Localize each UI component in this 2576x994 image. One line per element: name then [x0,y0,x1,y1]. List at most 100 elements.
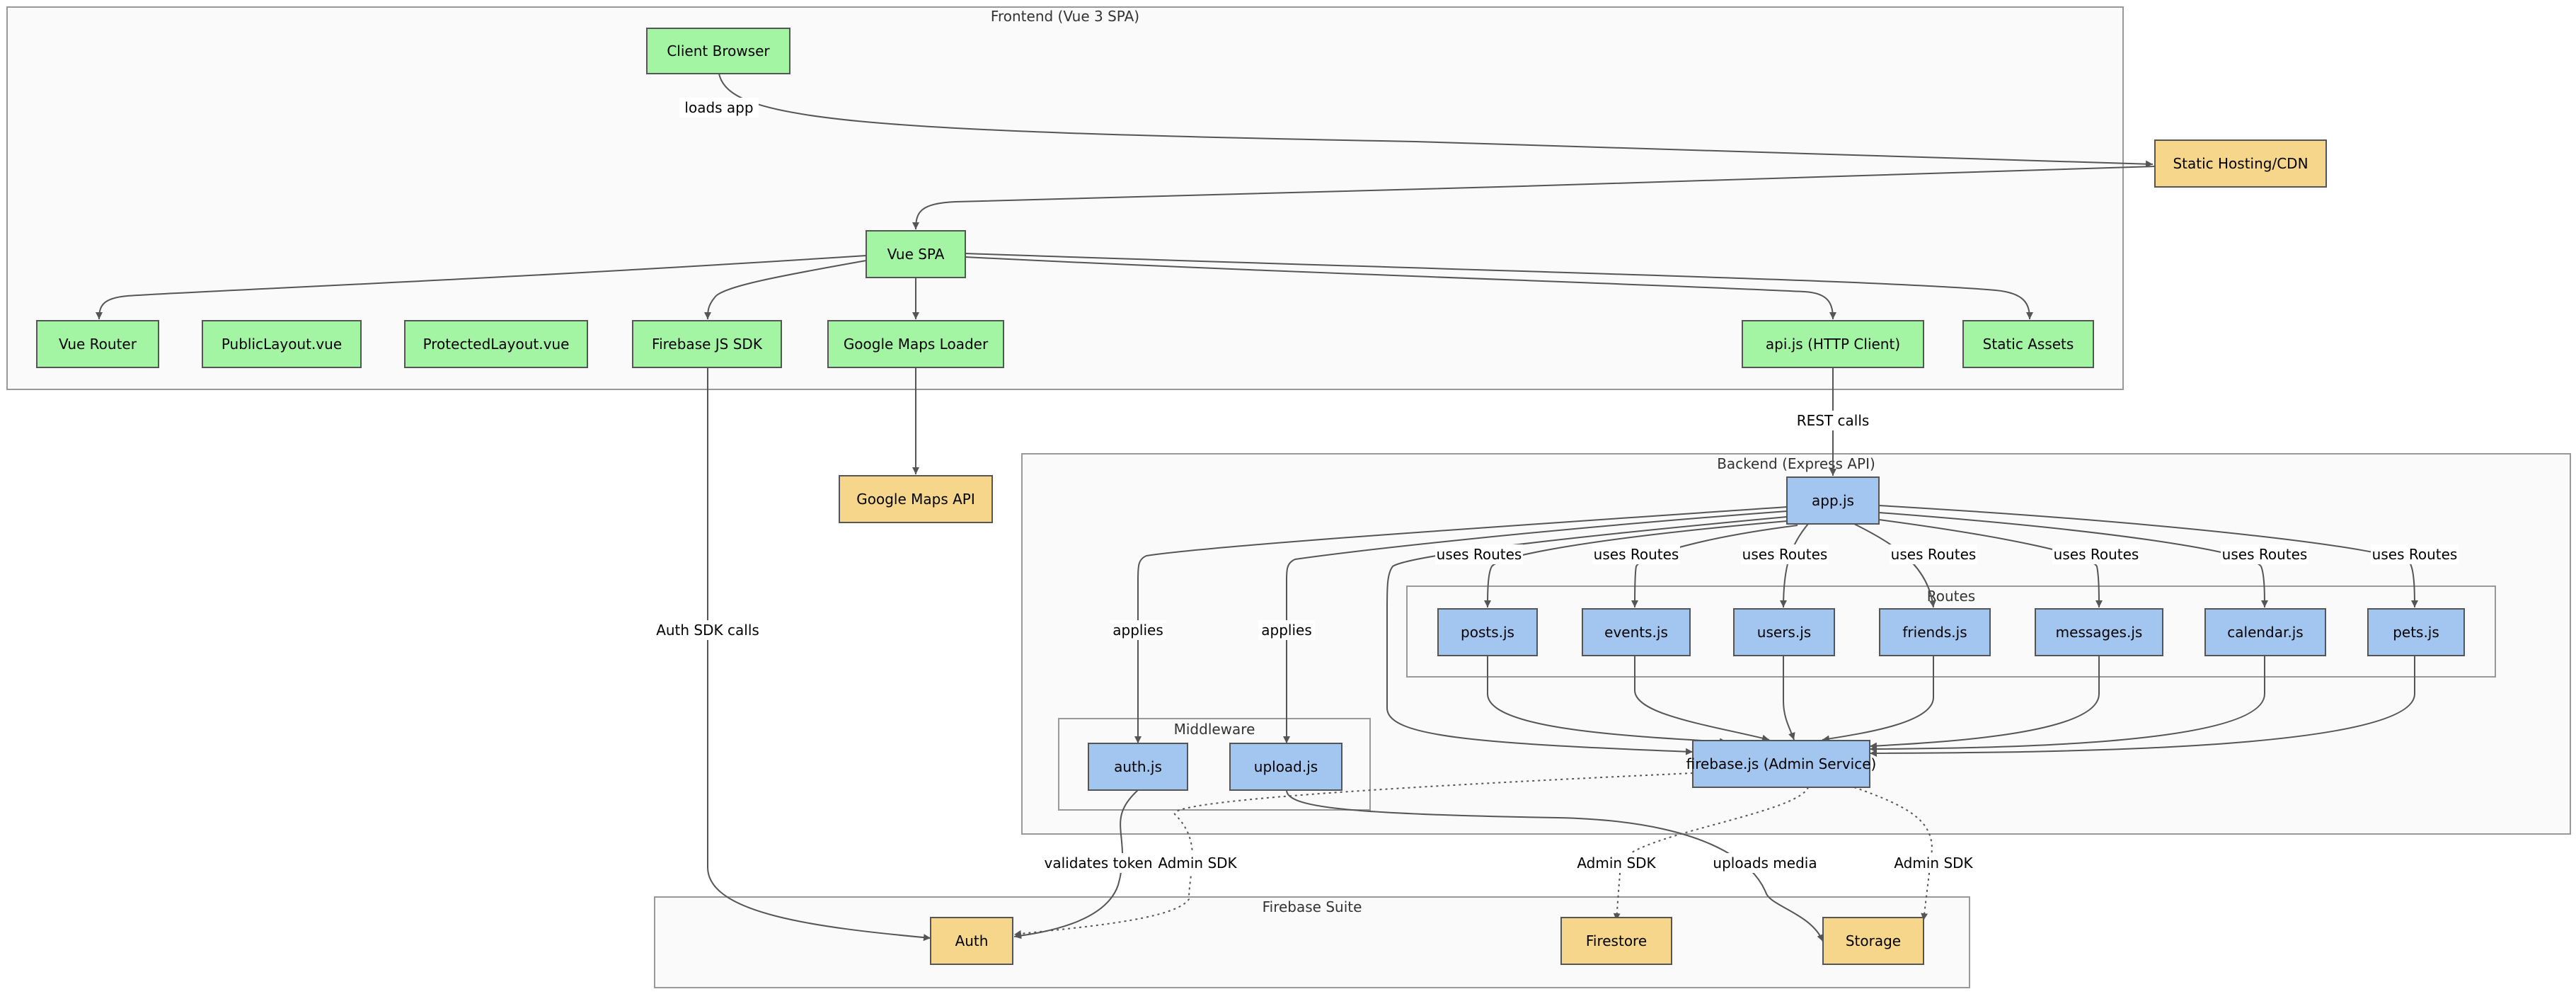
svg-text:Auth SDK calls: Auth SDK calls [656,622,759,639]
svg-text:Static Assets: Static Assets [1983,336,2074,353]
svg-text:Auth: Auth [955,932,989,949]
svg-text:calendar.js: calendar.js [2227,624,2303,641]
node-app-js[interactable]: app.js [1786,476,1880,525]
edge-vuespa-to-api-client [965,256,1836,320]
edge-vuespa-to-firebase-sdk [704,260,867,320]
edge-label-admin-sdk-auth: Admin SDK [1158,853,1238,873]
svg-text:Admin SDK: Admin SDK [1894,855,1973,872]
svg-text:Firebase JS SDK: Firebase JS SDK [652,336,763,353]
svg-text:uses Routes: uses Routes [1437,546,1522,563]
edge-label-uses-routes-5: uses Routes [2052,544,2140,564]
svg-text:Client Browser: Client Browser [667,42,770,59]
edge-friends-to-firebase-admin [1822,656,1934,743]
edge-label-uses-routes-6: uses Routes [2221,544,2308,564]
edge-label-admin-sdk-storage: Admin SDK [1894,853,1974,873]
svg-text:upload.js: upload.js [1254,758,1318,775]
svg-text:posts.js: posts.js [1461,624,1514,641]
edge-firebase-admin-to-storage [1853,787,1933,921]
svg-text:uploads media: uploads media [1713,855,1817,872]
svg-text:Vue SPA: Vue SPA [887,246,945,263]
node-client-browser[interactable]: Client Browser [646,28,790,74]
nodes: Client Browser Vue SPA Vue Router Public… [36,28,2465,965]
edge-label-auth-sdk-calls: Auth SDK calls [656,620,759,640]
node-users-js[interactable]: users.js [1733,608,1835,656]
firebase-cluster-title: Firebase Suite [1263,898,1362,915]
svg-text:users.js: users.js [1757,624,1811,641]
node-posts-js[interactable]: posts.js [1437,608,1538,656]
svg-text:loads app: loads app [684,99,753,116]
edge-label-uses-routes-4: uses Routes [1890,544,1977,564]
node-messages-js[interactable]: messages.js [2035,608,2163,656]
svg-text:Admin SDK: Admin SDK [1577,855,1656,872]
node-calendar-js[interactable]: calendar.js [2204,608,2326,656]
edge-label-validates-token: validates token [1043,853,1154,873]
edge-firebase-sdk-to-auth [707,367,931,942]
frontend-cluster-title: Frontend (Vue 3 SPA) [991,8,1139,25]
node-friends-js[interactable]: friends.js [1879,608,1991,656]
svg-text:pets.js: pets.js [2393,624,2439,641]
node-pets-js[interactable]: pets.js [2367,608,2465,656]
node-public-layout[interactable]: PublicLayout.vue [202,320,362,368]
edge-events-to-firebase-admin [1634,656,1770,742]
middleware-cluster-title: Middleware [1174,721,1255,738]
edge-pets-to-firebase-admin [1869,656,2415,757]
svg-text:REST calls: REST calls [1797,412,1870,429]
edge-firebase-admin-to-auth [1013,772,1694,937]
node-auth-middleware[interactable]: auth.js [1088,743,1188,791]
edge-vuespa-to-static-assets [965,253,2033,320]
svg-text:app.js: app.js [1812,492,1854,509]
svg-text:applies: applies [1261,622,1311,639]
svg-text:Vue Router: Vue Router [59,336,137,353]
node-static-assets[interactable]: Static Assets [1962,320,2094,368]
svg-text:events.js: events.js [1604,624,1668,641]
edge-app-to-firebase-admin [1386,516,1788,755]
node-api-http-client[interactable]: api.js (HTTP Client) [1742,320,1924,368]
node-vue-router[interactable]: Vue Router [36,320,159,368]
svg-text:uses Routes: uses Routes [1742,546,1828,563]
edge-posts-to-firebase-admin [1487,656,1727,746]
edge-label-uses-routes-7: uses Routes [2371,544,2459,564]
node-vue-spa[interactable]: Vue SPA [866,230,966,278]
svg-text:firebase.js (Admin Service): firebase.js (Admin Service) [1686,755,1877,772]
node-google-maps-loader[interactable]: Google Maps Loader [827,320,1004,368]
edge-label-uses-routes-3: uses Routes [1741,544,1829,564]
backend-cluster-title: Backend (Express API) [1717,455,1875,472]
edge-label-uses-routes-1: uses Routes [1435,544,1523,564]
edge-label-uploads-media: uploads media [1713,853,1817,873]
svg-text:validates token: validates token [1044,855,1152,872]
edge-label-loads-app: loads app [679,98,759,118]
svg-text:ProtectedLayout.vue: ProtectedLayout.vue [423,336,570,353]
edge-upload-mw-to-storage [1286,789,1824,942]
node-events-js[interactable]: events.js [1582,608,1691,656]
svg-text:uses Routes: uses Routes [2222,546,2308,563]
svg-text:friends.js: friends.js [1902,624,1967,641]
edge-label-rest-calls: REST calls [1792,411,1874,430]
svg-text:uses Routes: uses Routes [1594,546,1679,563]
svg-text:Admin SDK: Admin SDK [1158,855,1237,872]
svg-text:applies: applies [1112,622,1163,639]
node-upload-middleware[interactable]: upload.js [1229,743,1342,791]
node-firestore[interactable]: Firestore [1560,917,1672,965]
node-firebase-admin-service[interactable]: firebase.js (Admin Service) [1686,740,1877,788]
svg-text:Storage: Storage [1846,932,1901,949]
edge-app-to-pets [1878,505,2418,608]
edge-label-uses-routes-2: uses Routes [1592,544,1680,564]
node-firebase-auth[interactable]: Auth [930,917,1013,965]
svg-text:Google Maps Loader: Google Maps Loader [844,336,989,353]
node-protected-layout[interactable]: ProtectedLayout.vue [404,320,588,368]
node-storage[interactable]: Storage [1822,917,1924,965]
edge-vuespa-to-router [96,255,867,320]
svg-text:Static Hosting/CDN: Static Hosting/CDN [2173,155,2308,172]
node-google-maps-api[interactable]: Google Maps API [839,475,993,523]
svg-text:uses Routes: uses Routes [2054,546,2139,563]
edge-app-to-upload-mw [1283,510,1788,743]
routes-cluster-title: Routes [1927,588,1975,605]
svg-text:PublicLayout.vue: PublicLayout.vue [222,336,342,353]
node-firebase-js-sdk[interactable]: Firebase JS SDK [632,320,782,368]
edge-messages-to-firebase-admin [1869,656,2100,750]
edge-firebase-admin-to-firestore [1613,787,1809,921]
node-static-hosting-cdn[interactable]: Static Hosting/CDN [2154,139,2327,188]
edge-label-applies-upload: applies [1258,620,1315,640]
svg-text:api.js (HTTP Client): api.js (HTTP Client) [1766,336,1900,353]
